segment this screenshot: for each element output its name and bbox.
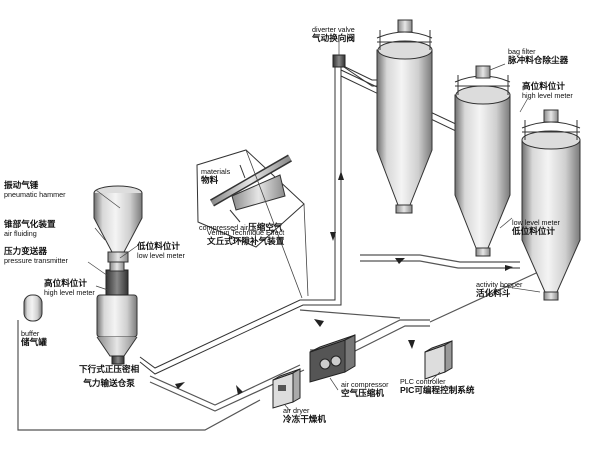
pressure-pump: [96, 261, 138, 365]
pump-zh-line1: 下行式正压密相: [79, 364, 140, 374]
buffer-en: buffer: [21, 329, 40, 338]
high-level-meter-pump-en: high level meter: [44, 287, 95, 297]
cone-fluidizer-en: air fluiding: [4, 228, 37, 238]
plc-zh: PIC可编程控制系统: [400, 385, 475, 396]
label-compressed-air: compressed air压缩空气: [199, 217, 283, 235]
label-cone-fluidizer: 锥部气化装置 air fluiding: [4, 219, 56, 238]
air-dryer-zh: 冷冻干燥机: [283, 414, 326, 425]
bag-filter-zh: 脉冲料仓除尘器: [508, 55, 569, 66]
low-level-meter-silo-en: low level meter: [512, 218, 560, 227]
materials-zh: 物料: [201, 175, 219, 186]
label-vibrating-hammer: 振动气锤 pneumatic hammer: [4, 180, 66, 199]
feed-hopper: [93, 185, 143, 263]
silo-2: [454, 65, 511, 257]
air-compressor-zh: 空气压缩机: [341, 388, 384, 399]
pressure-transmitter-en: pressure transmitter: [4, 255, 68, 265]
label-diverter-valve: diverter valve 气动换向阀: [312, 25, 355, 44]
buffer-tank: [23, 294, 43, 322]
venturi-callout: [196, 149, 309, 299]
label-high-level-meter-pump: 高位料位计 high level meter: [44, 278, 95, 297]
buffer-zh: 储气罐: [21, 337, 47, 348]
label-bag-filter: bag filter 脉冲料仓除尘器: [508, 47, 569, 66]
silo-1: [376, 19, 433, 214]
label-pump: 下行式正压密相 气力输送仓泵: [79, 364, 140, 388]
low-level-meter-hopper-en: low level meter: [137, 250, 185, 260]
high-level-meter-silo-en: high level meter: [522, 90, 573, 100]
label-materials: materials 物料: [201, 167, 231, 186]
air-dryer-en: air dryer: [283, 406, 310, 415]
diverter-valve: [332, 54, 346, 68]
flow-arrows: [175, 171, 513, 395]
diverter-valve-zh: 气动换向阀: [312, 33, 355, 44]
pump-zh-line2: 气力输送仓泵: [83, 377, 135, 388]
plc-en: PLC controller: [400, 377, 446, 386]
silo-3: [521, 109, 581, 301]
venturi-en: Venturi Technique Effect: [207, 228, 285, 237]
air-dryer: [272, 368, 301, 409]
air-compressor-en: air compressor: [341, 380, 389, 389]
activity-hopper-zh: 活化料斗: [476, 288, 511, 299]
label-air-compressor: air compressor 空气压缩机: [341, 380, 389, 399]
low-level-meter-silo-zh: 低位料位计: [512, 226, 555, 237]
cone-fluidizer-zh: 锥部气化装置: [4, 219, 56, 229]
pressure-transmitter-zh: 压力变送器: [4, 246, 47, 256]
label-venturi: Venturi Technique Effect 文丘式环隙补气装置: [207, 228, 285, 247]
vibrating-hammer-en: pneumatic hammer: [4, 189, 66, 199]
vibrating-hammer-zh: 振动气锤: [4, 180, 39, 190]
bag-filter-en: bag filter: [508, 47, 536, 56]
diverter-valve-en: diverter valve: [312, 25, 355, 34]
plc-cabinet: [424, 340, 453, 380]
compressed-air-en: compressed air: [199, 223, 249, 232]
label-low-level-meter-silo: low level meter 低位料位计: [512, 218, 560, 237]
label-air-dryer: air dryer 冷冻干燥机: [283, 406, 326, 425]
label-buffer: buffer 储气罐: [21, 329, 47, 348]
compressed-air-zh: 压缩空气: [248, 222, 283, 232]
high-level-meter-silo-zh: 高位料位计: [522, 81, 565, 91]
leader-lines: [87, 42, 541, 412]
activity-hopper-en: activity hopper: [476, 280, 523, 289]
label-plc: PLC controller PIC可编程控制系统: [400, 377, 475, 396]
label-pressure-transmitter: 压力变送器 pressure transmitter: [4, 246, 68, 265]
low-level-meter-hopper-zh: 低位料位计: [137, 241, 180, 251]
high-level-meter-pump-zh: 高位料位计: [44, 278, 87, 288]
label-high-level-meter-silo: 高位料位计 high level meter: [522, 81, 573, 100]
label-activity-hopper: activity hopper 活化料斗: [476, 280, 523, 299]
air-compressor: [309, 334, 356, 383]
materials-en: materials: [201, 167, 231, 176]
label-low-level-meter-hopper: 低位料位计 low level meter: [137, 241, 185, 260]
venturi-zh: 文丘式环隙补气装置: [207, 236, 285, 247]
